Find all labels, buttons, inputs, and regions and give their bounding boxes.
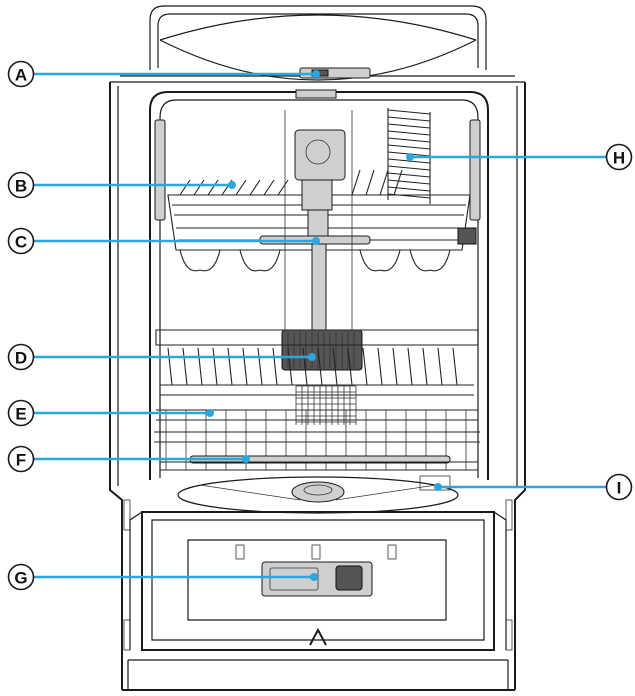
rack-wire [388,110,430,114]
callout-d-label: D [15,349,27,368]
rack-wire [243,348,247,385]
rack-wire [388,187,430,191]
rack-wire [278,180,288,195]
callout-f-label: F [16,451,26,470]
rack-wire [208,180,218,195]
rack-wire [264,180,274,195]
rack-wire [388,145,430,149]
rack-wire [352,170,360,195]
rack-wire [180,180,190,195]
rack-wire [423,348,427,385]
rack-wire [273,348,277,385]
callout-a: A [9,62,34,87]
rack-wire [393,348,397,385]
callout-i: I [607,475,632,500]
rack-wire [168,348,172,385]
rack-wire [378,348,382,385]
callout-i-label: I [617,479,622,498]
rack-wire [388,138,430,142]
callout-g: G [9,565,34,590]
rack-wire [250,180,260,195]
rack-wire [380,170,388,195]
rack-wire [366,170,374,195]
callout-d: D [9,345,34,370]
rack-wire [388,166,430,170]
rack-wire [438,348,442,385]
middle-spray-arm [260,110,370,334]
rack-wire [363,348,367,385]
callout-b-label: B [15,177,27,196]
filter-assembly [178,476,458,513]
rack-wire [388,131,430,135]
callout-c-label: C [15,233,27,252]
rack-wire [258,348,262,385]
rack-wire [388,117,430,121]
rack-wire [228,348,232,385]
rack-wire [183,348,187,385]
rack-wire [388,180,430,184]
callout-g-label: G [14,569,27,588]
callout-f: F [9,447,34,472]
rack-wire [236,180,246,195]
callout-h-label: H [613,149,625,168]
callout-b: B [9,173,34,198]
rack-wire [198,348,202,385]
top-spray-arm [296,68,370,98]
rack-wire [453,348,457,385]
callout-a-label: A [15,66,27,85]
callout-e: E [9,401,34,426]
rack-wire [213,348,217,385]
door-inner [130,512,506,650]
callout-c: C [9,229,34,254]
callout-e-label: E [15,405,26,424]
callout-h: H [607,145,632,170]
rack-wire [388,124,430,128]
rack-wire [194,180,204,195]
rack-wire [388,173,430,177]
rack-wire [408,348,412,385]
